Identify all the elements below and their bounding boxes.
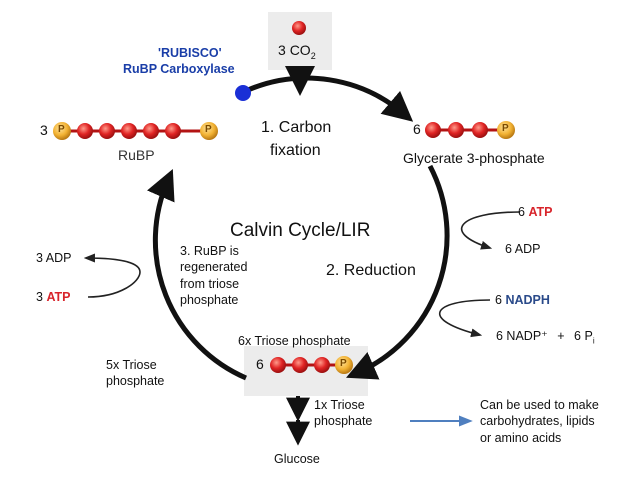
step-3-line3: from triose: [180, 276, 240, 291]
atp-input-text: ATP: [528, 205, 553, 219]
uses-line3: or amino acids: [480, 430, 562, 445]
rubp-carboxylase-label: RuBP Carboxylase: [123, 62, 235, 76]
regen-adp-label: 3 ADP: [36, 251, 72, 265]
rubisco-enzyme-dot: [235, 85, 251, 101]
step-1-line1: 1. Carbon: [261, 119, 332, 136]
five-x-line1: 5x Triose: [106, 358, 157, 372]
regen-atp-coef: 3: [36, 290, 43, 304]
arc-regeneration: [147, 169, 247, 381]
glycerate-phosphate: P: [502, 123, 509, 134]
nadph-input-text: NADPH: [505, 293, 550, 307]
co2-subscript: 2: [310, 50, 316, 61]
glycerate-molecule: [425, 121, 515, 139]
adp-output-label: 6 ADP: [505, 242, 541, 256]
nadph-input-coef: 6: [495, 293, 502, 307]
rubp-label: RuBP: [118, 147, 155, 163]
reduction-cofactor-arrows: [438, 211, 521, 338]
regen-atp-label: 3 ATP: [36, 290, 71, 306]
one-x-line1: 1x Triose: [314, 398, 365, 412]
regen-atp-text: ATP: [46, 290, 71, 304]
nadp-output-text: 6 NADP⁺: [496, 329, 548, 343]
step-3-line2: regenerated: [180, 260, 248, 275]
uses-label: Can be used to make carbohydrates, lipid…: [480, 397, 599, 446]
arc-reduction: [346, 164, 450, 380]
co2-label: 3 CO2: [278, 42, 316, 62]
co2-carbon: [292, 21, 306, 35]
arc-fixation: [247, 75, 414, 122]
atp-input-label: 6 ATP: [518, 205, 553, 221]
atp-input-coef: 6: [518, 205, 525, 219]
triose-molecule: [270, 356, 353, 374]
five-x-line2: phosphate: [106, 374, 165, 389]
triose-title: 6x Triose phosphate: [238, 334, 351, 348]
uses-line1: Can be used to make: [480, 398, 599, 412]
center-title: Calvin Cycle/LIR: [230, 220, 371, 241]
cycle-arcs: [147, 75, 450, 381]
glycerate-label: Glycerate 3-phosphate: [403, 150, 545, 166]
one-x-line2: phosphate: [314, 414, 373, 429]
step-2-label: 2. Reduction: [326, 262, 416, 279]
rubp-molecule: [53, 122, 218, 140]
rubisco-label: 'RUBISCO': [158, 46, 222, 60]
rubp-coefficient: 3: [40, 122, 48, 138]
glycerate-coefficient: 6: [413, 121, 421, 137]
step-1-line2: fixation: [270, 142, 321, 159]
nadph-input-label: 6 NADPH: [495, 293, 550, 309]
glucose-label: Glucose: [274, 452, 320, 466]
co2-coefficient: 3: [278, 42, 286, 58]
atp-adp-arrow: [460, 211, 521, 250]
rubp-phosphate-right: P: [205, 124, 212, 135]
triose-coefficient: 6: [256, 356, 264, 372]
uses-line2: carbohydrates, lipids: [480, 414, 595, 429]
step-3-line1: 3. RuBP is: [180, 244, 239, 258]
step-3-label: 3. RuBP is regenerated from triose phosp…: [180, 243, 247, 308]
triose-phosphate: P: [340, 358, 347, 369]
pi-subscript: i: [592, 336, 595, 346]
rubp-phosphate-left: P: [58, 124, 65, 135]
nadph-nadp-arrow: [438, 299, 491, 338]
nadp-output-label: 6 NADP⁺ + 6 Pi: [496, 329, 595, 347]
one-x-triose-label: 1x Triose phosphate: [314, 397, 372, 430]
pi-text: 6 P: [574, 329, 593, 343]
five-x-triose-label: 5x Triose phosphate: [106, 357, 164, 390]
step-3-line4: phosphate: [180, 292, 239, 307]
plus-sign: +: [557, 329, 565, 343]
atp-adp-regeneration-arrow: [83, 253, 141, 298]
co2-formula: CO: [289, 42, 311, 58]
